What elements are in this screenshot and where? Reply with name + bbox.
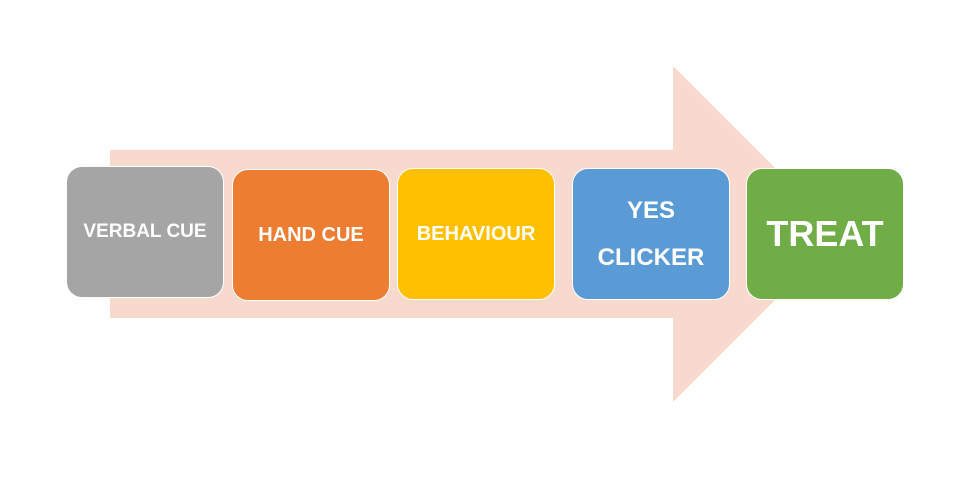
step-yes-clicker: YES CLICKER (572, 168, 730, 300)
step-label: BEHAVIOUR (416, 222, 536, 245)
step-label: YES (626, 197, 675, 224)
step-verbal-cue: VERBAL CUE (66, 166, 224, 298)
step-label-line2: CLICKER (597, 244, 705, 271)
step-label: VERBAL CUE (83, 221, 207, 242)
step-treat: TREAT (746, 168, 904, 300)
step-hand-cue: HAND CUE (232, 169, 390, 301)
step-label: HAND CUE (258, 223, 364, 246)
step-label: TREAT (766, 213, 884, 254)
step-behaviour: BEHAVIOUR (397, 168, 555, 300)
